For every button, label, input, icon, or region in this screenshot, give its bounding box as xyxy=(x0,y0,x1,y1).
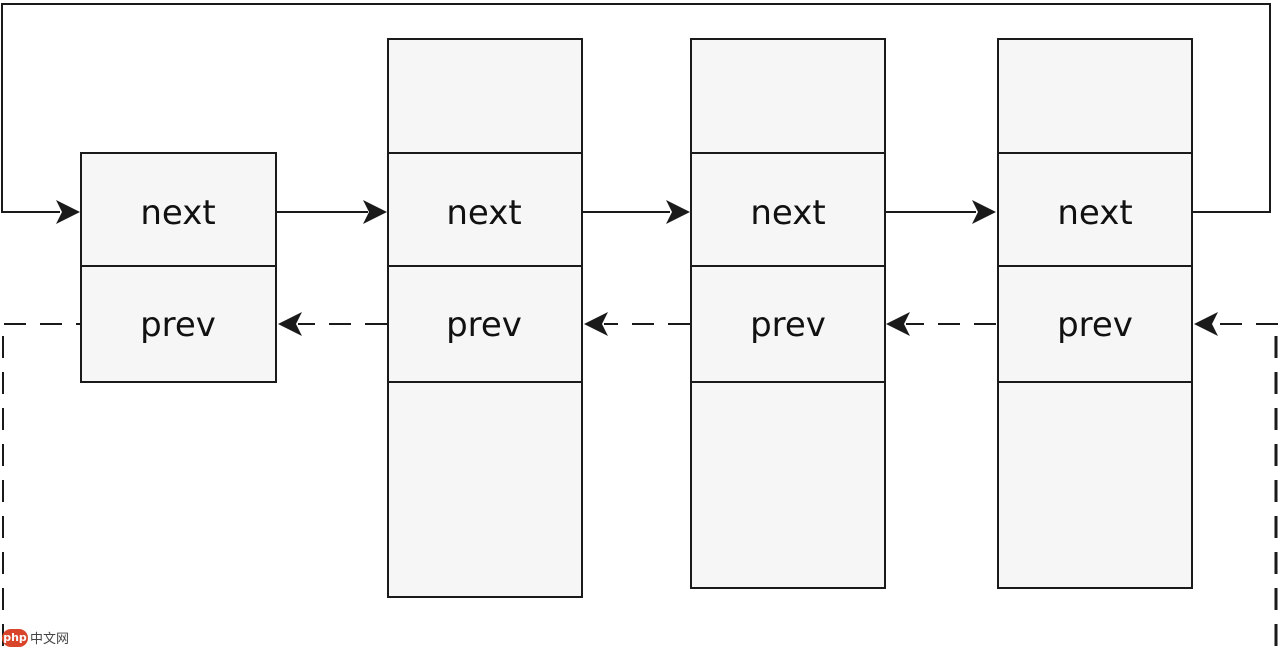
arrowhead-into-node-3-next xyxy=(666,200,690,224)
node-2-next-label: next xyxy=(446,193,521,233)
arrowhead-into-node-4-prev xyxy=(1194,312,1218,336)
node-3-bottom-cell xyxy=(690,381,886,589)
arrowhead-into-node-3-prev xyxy=(886,312,910,336)
list-node-2: next prev xyxy=(387,38,583,598)
node-2-next-cell xyxy=(387,152,583,267)
arrowhead-into-node-1-next xyxy=(56,200,80,224)
node-4-prev-label: prev xyxy=(1057,305,1133,345)
node-4-next-cell xyxy=(997,152,1193,267)
site-watermark: php 中文网 xyxy=(2,628,69,647)
node-2-bottom-cell xyxy=(387,381,583,598)
list-node-3: next prev xyxy=(690,38,886,589)
node-4-top-cell xyxy=(997,38,1193,154)
list-node-4: next prev xyxy=(997,38,1193,589)
node-1-next-label: next xyxy=(140,193,215,233)
node-3-top-cell xyxy=(690,38,886,154)
node-4-bottom-cell xyxy=(997,381,1193,589)
watermark-text: 中文网 xyxy=(30,632,70,647)
node-1-prev-cell xyxy=(80,265,277,383)
arrowhead-into-node-2-next xyxy=(363,200,387,224)
arrowhead-into-node-2-prev xyxy=(584,312,608,336)
list-node-1: next prev xyxy=(80,152,277,383)
node-3-prev-label: prev xyxy=(750,305,826,345)
arrowhead-into-node-4-next xyxy=(972,200,996,224)
node-4-prev-cell xyxy=(997,265,1193,383)
arrowhead-into-node-1-prev xyxy=(278,312,302,336)
watermark-logo-badge: php xyxy=(2,628,28,647)
node-3-next-label: next xyxy=(750,193,825,233)
node-1-next-cell xyxy=(80,152,277,267)
node-3-next-cell xyxy=(690,152,886,267)
node-2-prev-label: prev xyxy=(446,305,522,345)
node-2-top-cell xyxy=(387,38,583,154)
node-3-prev-cell xyxy=(690,265,886,383)
wraparound-next-line xyxy=(1,3,1271,213)
node-2-prev-cell xyxy=(387,265,583,383)
node-4-next-label: next xyxy=(1057,193,1132,233)
node-1-prev-label: prev xyxy=(140,305,216,345)
